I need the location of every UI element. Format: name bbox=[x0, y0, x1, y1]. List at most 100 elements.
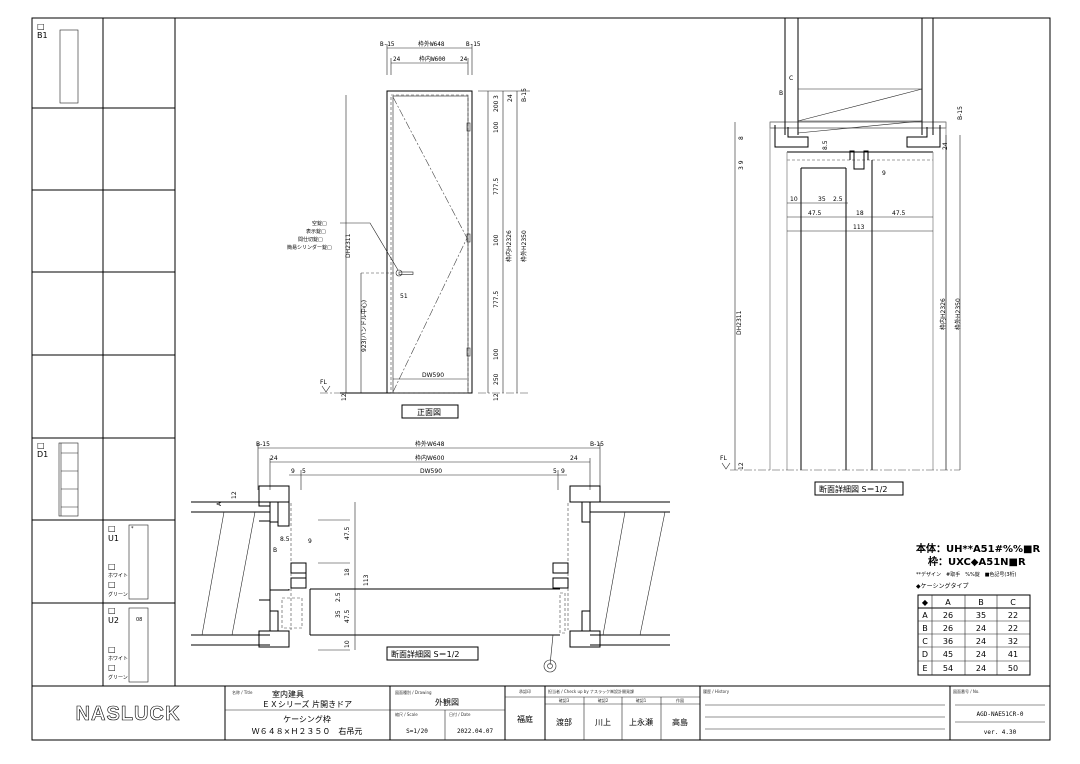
legend-grid bbox=[32, 18, 176, 686]
drawing-label: 2.5 bbox=[335, 592, 342, 602]
drawing-label: 名称 / Title bbox=[232, 689, 253, 695]
checkbox[interactable]: □ bbox=[108, 580, 116, 589]
drawing-label: 確認1 bbox=[636, 697, 647, 703]
body-model-code: 本体：UH**A51#%%■R bbox=[916, 542, 1040, 555]
drawing-label: 18 bbox=[856, 210, 864, 217]
front-view-title-box bbox=[401, 404, 459, 419]
drawing-label: B bbox=[273, 547, 277, 554]
checkbox[interactable]: □ bbox=[108, 562, 116, 571]
drawing-label: B bbox=[978, 598, 984, 607]
drawing-line bbox=[547, 663, 553, 669]
drawing-label: 22 bbox=[1008, 611, 1018, 620]
drawing-line bbox=[390, 94, 469, 394]
drawing-line bbox=[340, 222, 399, 271]
drawing-line bbox=[290, 577, 307, 589]
drawing-line bbox=[581, 502, 591, 631]
drawing-label: 47.5 bbox=[892, 210, 906, 217]
drawing-label: C bbox=[1010, 598, 1016, 607]
drawing-label: 9 bbox=[291, 468, 295, 475]
drawing-line bbox=[392, 95, 469, 394]
drawing-label: 22 bbox=[1008, 624, 1018, 633]
drawing-line bbox=[602, 511, 666, 636]
drawing-line bbox=[258, 630, 290, 648]
drawing-label: 10 bbox=[344, 640, 351, 648]
drawing-label: B-15 bbox=[466, 41, 481, 48]
drawing-label: 8.5 bbox=[280, 536, 290, 543]
drawing-label: 枠外W648 bbox=[415, 440, 445, 448]
title-line-1: 室内建具 bbox=[272, 689, 304, 699]
drawing-line bbox=[552, 577, 569, 589]
frame-model-code: 枠：UXC◆A51N■R bbox=[928, 555, 1026, 568]
drawing-label: 113 bbox=[363, 574, 370, 586]
drawing-label: 24 bbox=[976, 637, 986, 646]
drawing-label: B-15 bbox=[256, 441, 270, 448]
drawing-label: 24 bbox=[460, 56, 468, 63]
lock-option[interactable]: 空錠□ bbox=[312, 220, 327, 227]
checkbox[interactable]: □ bbox=[37, 441, 45, 450]
lock-option[interactable]: 表示錠□ bbox=[306, 228, 326, 235]
drawing-line bbox=[569, 485, 601, 503]
legend-code: U1 bbox=[108, 534, 119, 543]
drawing-line bbox=[569, 630, 601, 648]
drawing-label: B-15 bbox=[590, 441, 604, 448]
legend-item-d1: □ D1 bbox=[37, 441, 79, 517]
drawing-label: 5 bbox=[553, 468, 557, 475]
code-note: **デザイン #取手 %%錠 ■色記号(3桁) bbox=[916, 571, 1017, 578]
drawing-line bbox=[797, 88, 923, 122]
checker-name: 渡部 bbox=[556, 717, 572, 727]
legend-item-u2: □ U2 □ ホワイト □ グリーン 08 bbox=[108, 606, 149, 683]
lock-option[interactable]: 間仕切錠□ bbox=[298, 236, 323, 243]
drawing-label: 24 bbox=[976, 664, 986, 673]
drawing-label: 9 bbox=[561, 468, 565, 475]
lock-option[interactable]: 簡易シリンダー錠□ bbox=[287, 244, 332, 251]
drawing-line bbox=[258, 485, 290, 601]
drawing-label: 250 bbox=[493, 373, 500, 385]
drawing-label: 図面番号 / No. bbox=[953, 688, 980, 694]
horizontal-section-title: 断面詳細図 S＝1/2 bbox=[391, 649, 460, 659]
hinge-icon bbox=[466, 347, 471, 357]
drawing-label: B-15 bbox=[957, 106, 964, 120]
drawing-line bbox=[797, 120, 923, 134]
drawing-label: 47.5 bbox=[808, 210, 822, 217]
checkbox[interactable]: □ bbox=[108, 524, 116, 533]
drawing-label: 200 bbox=[493, 100, 500, 112]
color-option: ホワイト bbox=[108, 656, 128, 662]
checkbox[interactable]: □ bbox=[108, 606, 116, 615]
drawing-line bbox=[58, 442, 79, 517]
drawing-label: 54 bbox=[943, 664, 953, 673]
drawing-label: 枠外W648 bbox=[418, 40, 445, 48]
hinge-axis-icon bbox=[543, 659, 557, 673]
drawing-label: 縮尺 / Scale bbox=[395, 711, 418, 717]
checkbox[interactable]: □ bbox=[108, 663, 116, 672]
drawing-label: 枠内H2326 bbox=[939, 298, 947, 330]
drawing-line bbox=[552, 562, 569, 574]
drawing-label: 51 bbox=[400, 293, 408, 300]
drawing-label: 日付 / Date bbox=[449, 711, 471, 717]
drawing-line: 空錠□ 表示錠□ 間仕切錠□ 簡易シリンダー錠□ bbox=[287, 220, 332, 251]
legend-code: D1 bbox=[37, 450, 48, 459]
drawing-label: 12 bbox=[231, 491, 238, 499]
drawing-line bbox=[269, 502, 279, 631]
drawing-label: 枠外H2350 bbox=[520, 230, 528, 262]
drawing-label: E bbox=[922, 664, 927, 673]
floor-level-arrow-icon bbox=[321, 385, 331, 393]
vertical-section-title-box bbox=[814, 481, 904, 496]
drawing-label: 9 bbox=[882, 170, 886, 177]
drawing-line bbox=[774, 125, 941, 148]
title-line-4: Ｗ６４８×Ｈ２３５０ 右吊元 bbox=[252, 726, 363, 736]
drawing-label: 113 bbox=[853, 224, 865, 231]
drawing-label: 24 bbox=[270, 455, 278, 462]
drawing-label: 35 bbox=[818, 196, 826, 203]
legend-item-b1: □ B1 bbox=[37, 22, 79, 104]
drawing-label: 24 bbox=[976, 624, 986, 633]
drawing-label: 12 bbox=[493, 393, 500, 401]
drawing-label: 5 bbox=[302, 468, 306, 475]
hinge-icon bbox=[466, 233, 471, 243]
color-option: グリーン bbox=[108, 674, 128, 681]
drawing-label: 50 bbox=[1008, 664, 1018, 673]
checkbox[interactable]: □ bbox=[37, 22, 45, 31]
checkbox[interactable]: □ bbox=[108, 645, 116, 654]
